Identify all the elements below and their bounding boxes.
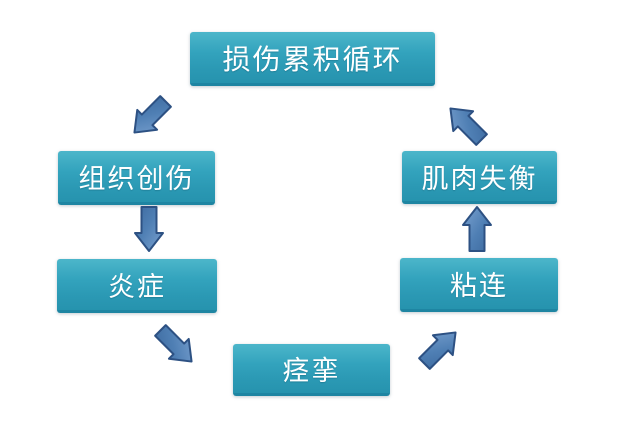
node-adhesion-label: 粘连 <box>450 271 508 302</box>
node-spasm: 痉挛 <box>233 344 390 396</box>
node-injury-accumulation-cycle: 损伤累积循环 <box>190 32 435 86</box>
node-inflammation: 炎症 <box>57 259 217 313</box>
node-adhesion: 粘连 <box>400 258 558 312</box>
arrow-cycle-to-tissue-trauma-icon <box>123 90 177 144</box>
node-muscle-imbalance-label: 肌肉失衡 <box>421 163 538 195</box>
node-spasm-label: 痉挛 <box>282 356 341 387</box>
arrow-adhesion-to-muscle-imbalance-icon <box>462 206 492 252</box>
node-injury-accumulation-cycle-label: 损伤累积循环 <box>222 42 403 76</box>
arrow-tissue-trauma-to-inflammation-icon <box>134 206 164 252</box>
node-tissue-trauma: 组织创伤 <box>58 151 215 205</box>
arrow-inflammation-to-spasm-icon <box>149 319 203 373</box>
node-inflammation-label: 炎症 <box>108 272 166 303</box>
arrow-spasm-to-adhesion-icon <box>413 321 467 375</box>
arrow-muscle-imbalance-to-cycle-icon <box>439 97 493 151</box>
node-muscle-imbalance: 肌肉失衡 <box>402 151 557 204</box>
node-tissue-trauma-label: 组织创伤 <box>78 164 195 195</box>
